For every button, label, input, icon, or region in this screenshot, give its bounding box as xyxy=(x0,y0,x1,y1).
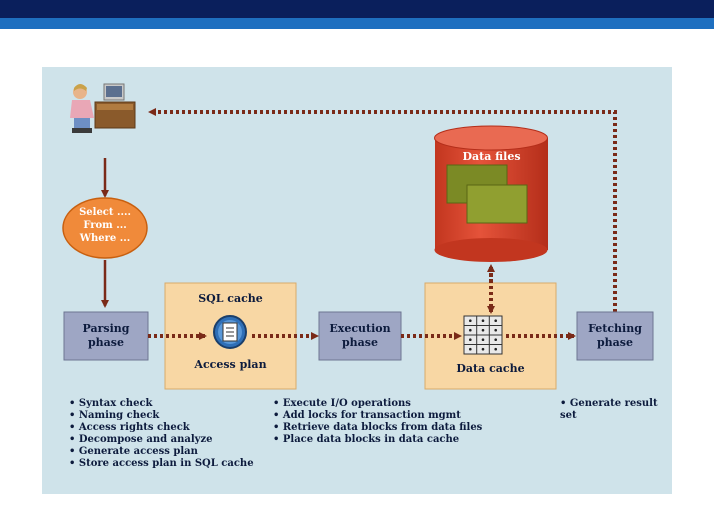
access-plan-caption: Access plan xyxy=(194,358,267,371)
user-at-computer-icon xyxy=(70,83,136,133)
query-where-text: Where ... xyxy=(79,233,131,244)
parsing-line2: phase xyxy=(87,336,124,349)
query-from-text: From ... xyxy=(83,220,127,231)
fetching-line1: Fetching xyxy=(588,322,642,335)
execution-line2: phase xyxy=(341,336,378,349)
fetching-line2: phase xyxy=(596,336,633,349)
sql-cache-title: SQL cache xyxy=(198,292,263,305)
parsing-bullets: Syntax check Naming check Access rights … xyxy=(69,398,259,470)
execution-bullets: Execute I/O operations Add locks for tra… xyxy=(273,398,483,446)
document-icon xyxy=(213,315,247,349)
parsing-phase-label: Parsing phase xyxy=(64,322,148,350)
list-item: Place data blocks in data cache xyxy=(273,434,483,446)
top-banner xyxy=(0,0,714,18)
execution-phase-box xyxy=(318,311,402,361)
data-files-cylinder xyxy=(434,125,548,262)
sql-query-text: Select .... From ... Where ... xyxy=(68,206,142,245)
list-item: Generate result set xyxy=(560,398,670,422)
list-item: Naming check xyxy=(69,410,259,422)
grid-icon xyxy=(463,315,503,355)
fetching-bullets: Generate result set xyxy=(560,398,670,422)
list-item: Syntax check xyxy=(69,398,259,410)
execution-line1: Execution xyxy=(329,322,391,335)
list-item: Execute I/O operations xyxy=(273,398,483,410)
list-item: Generate access plan xyxy=(69,446,259,458)
list-item: Decompose and analyze xyxy=(69,434,259,446)
query-select-text: Select .... xyxy=(79,207,131,218)
parsing-phase-box xyxy=(63,311,149,361)
fetching-phase-box xyxy=(576,311,654,361)
execution-phase-label: Execution phase xyxy=(319,322,401,350)
parsing-line1: Parsing xyxy=(82,322,130,335)
fetching-phase-label: Fetching phase xyxy=(577,322,653,350)
result-return-arrow xyxy=(148,108,617,312)
list-item: Store access plan in SQL cache xyxy=(69,458,259,470)
top-banner-stripe xyxy=(0,18,714,29)
data-files-title: Data files xyxy=(462,150,521,163)
sql-query-oval xyxy=(62,197,148,259)
list-item: Add locks for transaction mgmt xyxy=(273,410,483,422)
list-item: Access rights check xyxy=(69,422,259,434)
data-cache-caption: Data cache xyxy=(456,362,525,375)
list-item: Retrieve data blocks from data files xyxy=(273,422,483,434)
